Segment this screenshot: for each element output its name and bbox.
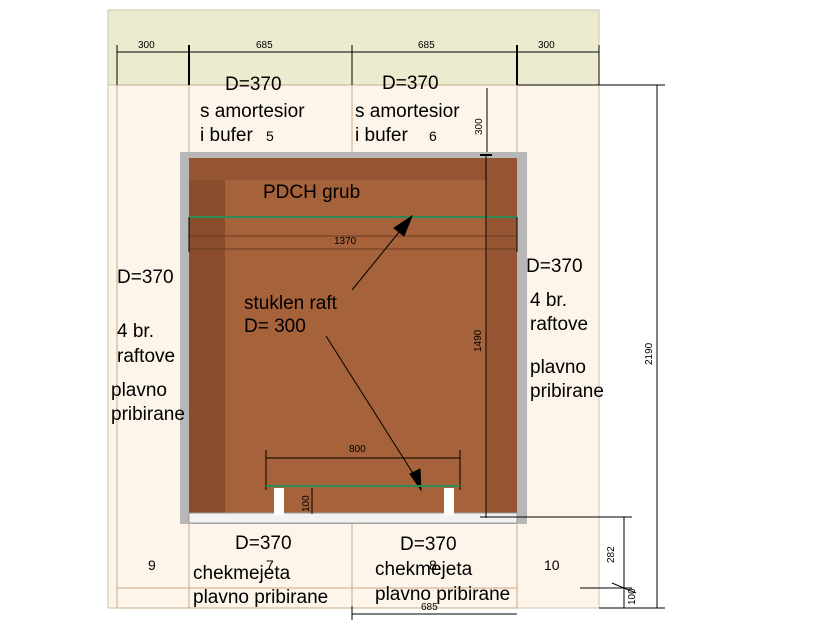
top-dim-1: 300 [138,40,155,51]
shelf-label-1: stuklen raft [244,293,338,314]
leader-arrows [325,214,422,492]
bottom-dim: 685 [421,602,438,613]
side-right-line2: raftove [530,314,588,335]
side-left-line1: 4 br. [117,321,154,342]
lower-height-dim: 282 [606,546,617,563]
lower-left-line1: chekmejeta [193,563,291,584]
top-dimension-line [116,45,600,85]
side-right-depth: D=370 [526,256,583,277]
plinth-leg-left [274,488,284,515]
appliance-bottom-strip [188,512,518,524]
side-left-line4: pribirane [111,404,185,425]
top-dim-3: 685 [418,40,435,51]
side-number-right: 10 [544,557,560,573]
base-height-dim: 100 [627,588,638,605]
height-dim: 1490 [473,329,484,352]
side-right-line3: plavno [530,357,586,378]
side-left-line2: raftove [117,346,175,367]
appliance-shadow-right [487,158,517,513]
appliance-label: PDCH grub [263,182,360,203]
upper-left-line2: i bufer [200,125,253,146]
right-dimension-lines [480,84,665,609]
plinth-leg-right [444,488,454,515]
shelf-label-2: D= 300 [244,316,306,337]
lower-right-number: 8 [429,557,437,573]
upper-right-line1: s amortesior [355,101,460,122]
lower-left-depth: D=370 [235,533,292,554]
wall-background [107,9,600,86]
side-number-left: 9 [148,557,156,573]
lower-right-line1: chekmejeta [375,559,473,580]
side-left-depth: D=370 [117,267,174,288]
upper-right-depth: D=370 [382,73,439,94]
upper-left-depth: D=370 [225,74,282,95]
side-left-line3: plavno [111,380,167,401]
width-dim: 1370 [334,236,357,247]
side-right-line4: pribirane [530,381,604,402]
lower-left-number: 7 [266,557,274,573]
total-height-dim: 2190 [644,342,655,365]
appliance-shadow-left [189,158,225,513]
upper-right-number: 6 [429,128,437,144]
lower-left-line2: plavno pribirane [193,587,328,608]
top-dim-4: 300 [538,40,555,51]
upper-left-line1: s amortesior [200,101,305,122]
top-gap-dim: 300 [474,118,485,135]
upper-left-number: 5 [266,128,274,144]
plinth-height-dim: 100 [301,495,312,512]
plinth-width-dim: 800 [349,444,366,455]
appliance-shadow-top [189,158,517,180]
lower-right-depth: D=370 [400,534,457,555]
side-right-line1: 4 br. [530,290,567,311]
lower-right-line2: plavno pribirane [375,584,510,605]
appliance-body [189,158,517,516]
top-dim-2: 685 [256,40,273,51]
upper-right-line2: i bufer [355,125,408,146]
